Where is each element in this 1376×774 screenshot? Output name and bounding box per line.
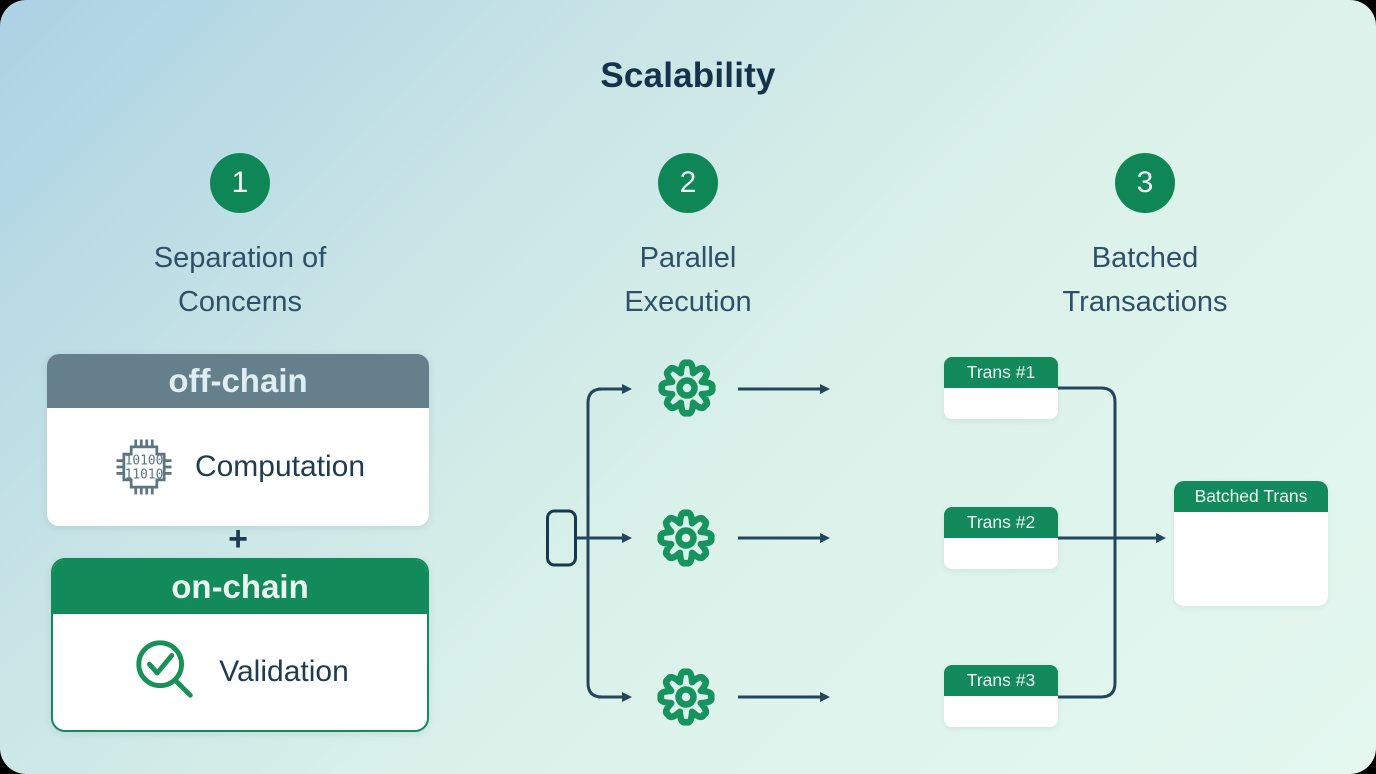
fanout-spine-line [586,387,604,699]
trans-card-1-label: Trans #1 [944,357,1058,388]
trans-card-3: Trans #3 [944,665,1058,727]
trans-card-2-label: Trans #2 [944,507,1058,538]
offchain-label: Computation [194,450,366,483]
offchain-body: 10100 11010 Computation [47,408,429,526]
step-1-badge: 1 [210,153,270,213]
trans-card-2: Trans #2 [944,507,1058,569]
cpu-chip-icon: 10100 11010 [116,439,172,495]
step-3-heading: Batched Transactions [965,236,1325,324]
chip-binary-line1: 10100 [125,454,164,469]
step-1-heading-line2: Concerns [177,286,303,318]
onchain-header: on-chain [53,560,427,614]
step-1-heading-line1: Separation of [153,242,327,274]
batched-trans-card: Batched Trans [1174,481,1328,606]
step-2-badge: 2 [658,153,718,213]
trans-card-1: Trans #1 [944,357,1058,419]
step-2-heading: Parallel Execution [508,236,868,324]
page-title: Scalability [600,56,776,95]
trans-card-3-label: Trans #3 [944,665,1058,696]
step-2-heading-line2: Execution [624,286,752,318]
onchain-body: Validation [53,614,427,730]
batched-trans-label: Batched Trans [1174,481,1328,512]
onchain-box: on-chain Validation [51,558,429,732]
offchain-header: off-chain [47,354,429,408]
step-3-badge: 3 [1115,153,1175,213]
step-1-heading: Separation of Concerns [60,236,420,324]
chip-binary-line2: 11010 [125,467,164,482]
input-block-icon [546,509,577,567]
gear-icon-top [658,359,716,417]
offchain-box: off-chain 10100 11010 Computation [47,354,429,526]
step-3-heading-line1: Batched [1091,242,1199,274]
gear-icon-bottom [657,668,715,726]
plus-sign: + [228,520,248,558]
merge-spine-line [1056,386,1117,699]
magnifier-check-icon [136,640,193,698]
onchain-label: Validation [219,655,349,688]
gear-icon-middle [657,509,715,567]
step-2-heading-line1: Parallel [639,242,737,274]
step-3-heading-line2: Transactions [1062,286,1228,318]
